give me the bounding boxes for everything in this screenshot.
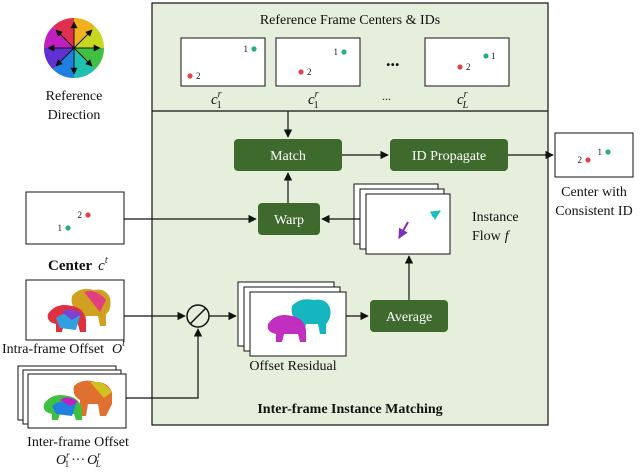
- svg-text:1: 1: [58, 223, 63, 233]
- svg-text:2: 2: [307, 67, 312, 77]
- offset-residual-label: Offset Residual: [249, 359, 336, 374]
- ref-frame-1: 1 2: [180, 37, 266, 87]
- ref-frame-2: 1 2: [275, 37, 361, 87]
- ref-frame-L: 1 2: [424, 37, 510, 87]
- inter-offset-label: Inter-frame Offset: [27, 435, 129, 450]
- svg-text:2: 2: [196, 71, 201, 81]
- arrow-icon: [126, 328, 203, 399]
- output-label-1: Center with: [561, 185, 627, 200]
- match-label: Match: [270, 149, 306, 164]
- inter-offset-stack: [17, 365, 127, 429]
- svg-text:1: 1: [334, 47, 339, 57]
- output-label-2: Consistent ID: [555, 204, 632, 219]
- ellipsis-upper: ...: [386, 50, 400, 70]
- reference-label-2: Direction: [48, 108, 101, 123]
- id1-dot: [605, 149, 611, 155]
- id1-dot: [65, 225, 71, 231]
- id-propagate-block: [390, 139, 508, 171]
- warp-block: [258, 203, 320, 235]
- panel-title: Inter-frame Instance Matching: [257, 402, 442, 417]
- svg-text:1: 1: [244, 44, 249, 54]
- reference-label-1: Reference: [46, 89, 103, 104]
- id2-dot: [457, 64, 463, 70]
- instance-flow-label-1: Instance: [472, 210, 519, 225]
- center-frame: 1 2: [25, 191, 125, 245]
- match-block: [234, 139, 342, 171]
- id1-dot: [483, 53, 489, 59]
- svg-text:2: 2: [578, 155, 583, 165]
- output-center-frame: 1 2: [554, 132, 634, 178]
- svg-text:1: 1: [491, 51, 496, 61]
- svg-text:2: 2: [466, 62, 471, 72]
- id2-dot: [187, 73, 193, 79]
- id1-dot: [341, 49, 347, 55]
- ellipsis-lower: ...: [382, 89, 391, 103]
- warp-label: Warp: [274, 213, 304, 228]
- offset-residual-stack: [237, 281, 347, 357]
- instance-flow-stack: [353, 183, 451, 255]
- id1-dot: [251, 46, 257, 52]
- panel-header: Reference Frame Centers & IDs: [260, 13, 440, 28]
- svg-text:2: 2: [78, 210, 83, 220]
- average-label: Average: [386, 310, 432, 325]
- intra-offset-frame: [25, 279, 125, 341]
- color-wheel-icon: [44, 18, 104, 78]
- id2-dot: [585, 157, 591, 163]
- id2-dot: [298, 69, 304, 75]
- id2-dot: [85, 212, 91, 218]
- svg-text:1: 1: [598, 147, 603, 157]
- id-propagate-label: ID Propagate: [412, 149, 486, 164]
- animal-magenta-shape: [267, 315, 306, 342]
- connector-arrows: [124, 111, 554, 399]
- average-block: [370, 300, 448, 332]
